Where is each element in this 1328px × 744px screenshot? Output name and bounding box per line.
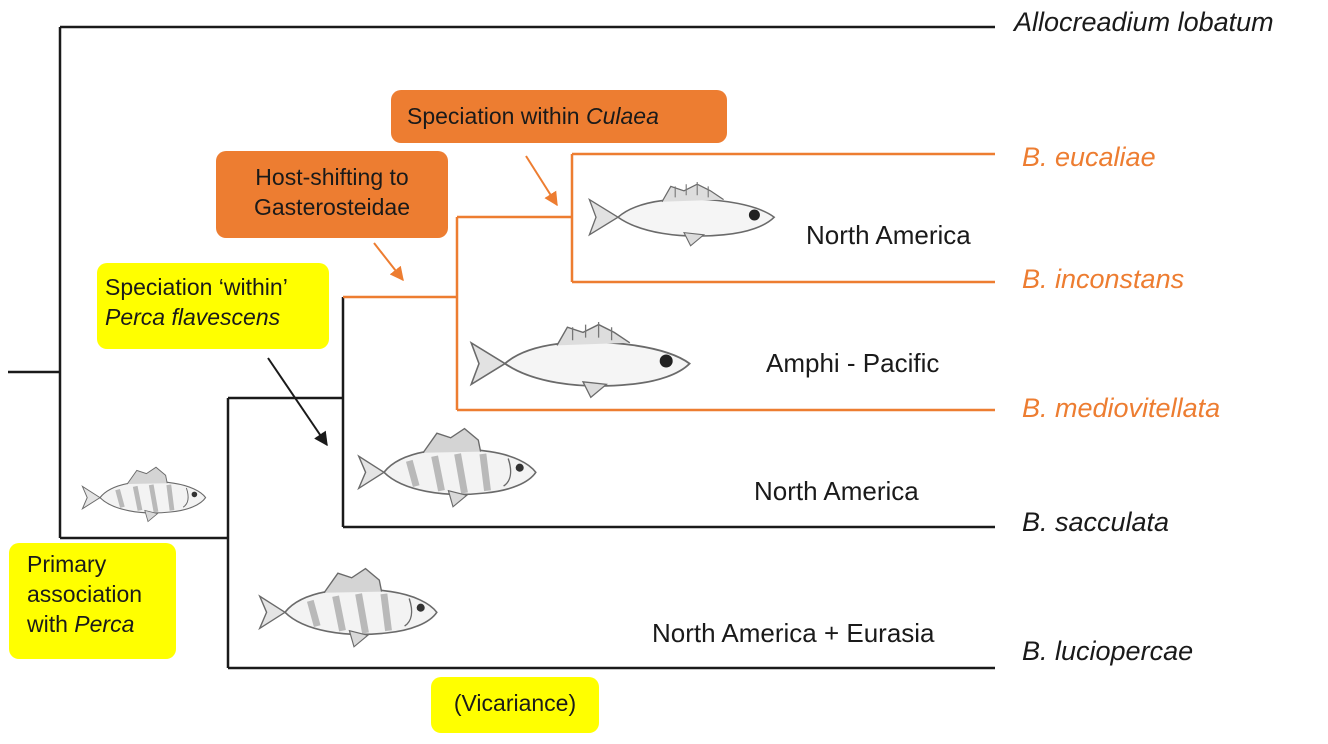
annotation-culaea-prefix: Speciation within bbox=[407, 103, 586, 129]
taxon-allocreadium-lobatum: Allocreadium lobatum bbox=[1014, 7, 1274, 37]
culaea-arrow bbox=[525, 155, 558, 207]
stickleback-fish-icon bbox=[470, 321, 691, 399]
annotation-culaea-italic: Culaea bbox=[586, 103, 659, 129]
orange-branches bbox=[343, 152, 995, 412]
annotation-within-perca-italic: Perca flavescens bbox=[105, 303, 281, 330]
black-branches bbox=[8, 25, 995, 670]
annotation-primary-line2: association bbox=[27, 580, 143, 607]
taxon-b-mediovitellata: B. mediovitellata bbox=[1022, 393, 1221, 423]
annotation-within-perca-line1: Speciation ‘within’ bbox=[105, 274, 288, 300]
perch-fish-icon bbox=[260, 569, 437, 647]
region-north-america-culaea: North America bbox=[806, 220, 971, 250]
perch-fish-icon bbox=[82, 467, 205, 521]
annotation-host-shifting: Host-shifting to Gasterosteidae bbox=[216, 151, 448, 238]
annotation-primary-italic: Perca bbox=[74, 610, 135, 637]
stickleback-fish-icon bbox=[588, 181, 775, 247]
host-shift-arrow bbox=[373, 242, 404, 282]
taxon-b-eucaliae: B. eucaliae bbox=[1022, 142, 1156, 172]
annotation-primary-association: Primary association with Perca bbox=[9, 543, 176, 659]
annotation-primary-line1: Primary bbox=[27, 551, 107, 577]
perch-fish-icon bbox=[359, 429, 536, 507]
region-north-america-eurasia: North America + Eurasia bbox=[652, 618, 935, 648]
within-perca-arrow bbox=[267, 357, 328, 447]
region-amphi-pacific: Amphi - Pacific bbox=[766, 348, 940, 378]
annotation-host-shift-line2: Gasterosteidae bbox=[254, 193, 410, 220]
annotation-host-shift-line1: Host-shifting to bbox=[255, 164, 409, 190]
annotation-vicariance: (Vicariance) bbox=[431, 677, 599, 733]
taxon-b-inconstans: B. inconstans bbox=[1022, 264, 1185, 294]
annotation-speciation-culaea: Speciation within Culaea bbox=[391, 90, 727, 143]
annotation-speciation-within-perca: Speciation ‘within’ Perca flavescens bbox=[97, 263, 329, 349]
taxon-b-sacculata: B. sacculata bbox=[1022, 507, 1170, 537]
taxon-b-luciopercae: B. luciopercae bbox=[1022, 636, 1194, 666]
region-north-america-perca: North America bbox=[754, 476, 919, 506]
annotation-primary-prefix: with bbox=[27, 610, 75, 637]
